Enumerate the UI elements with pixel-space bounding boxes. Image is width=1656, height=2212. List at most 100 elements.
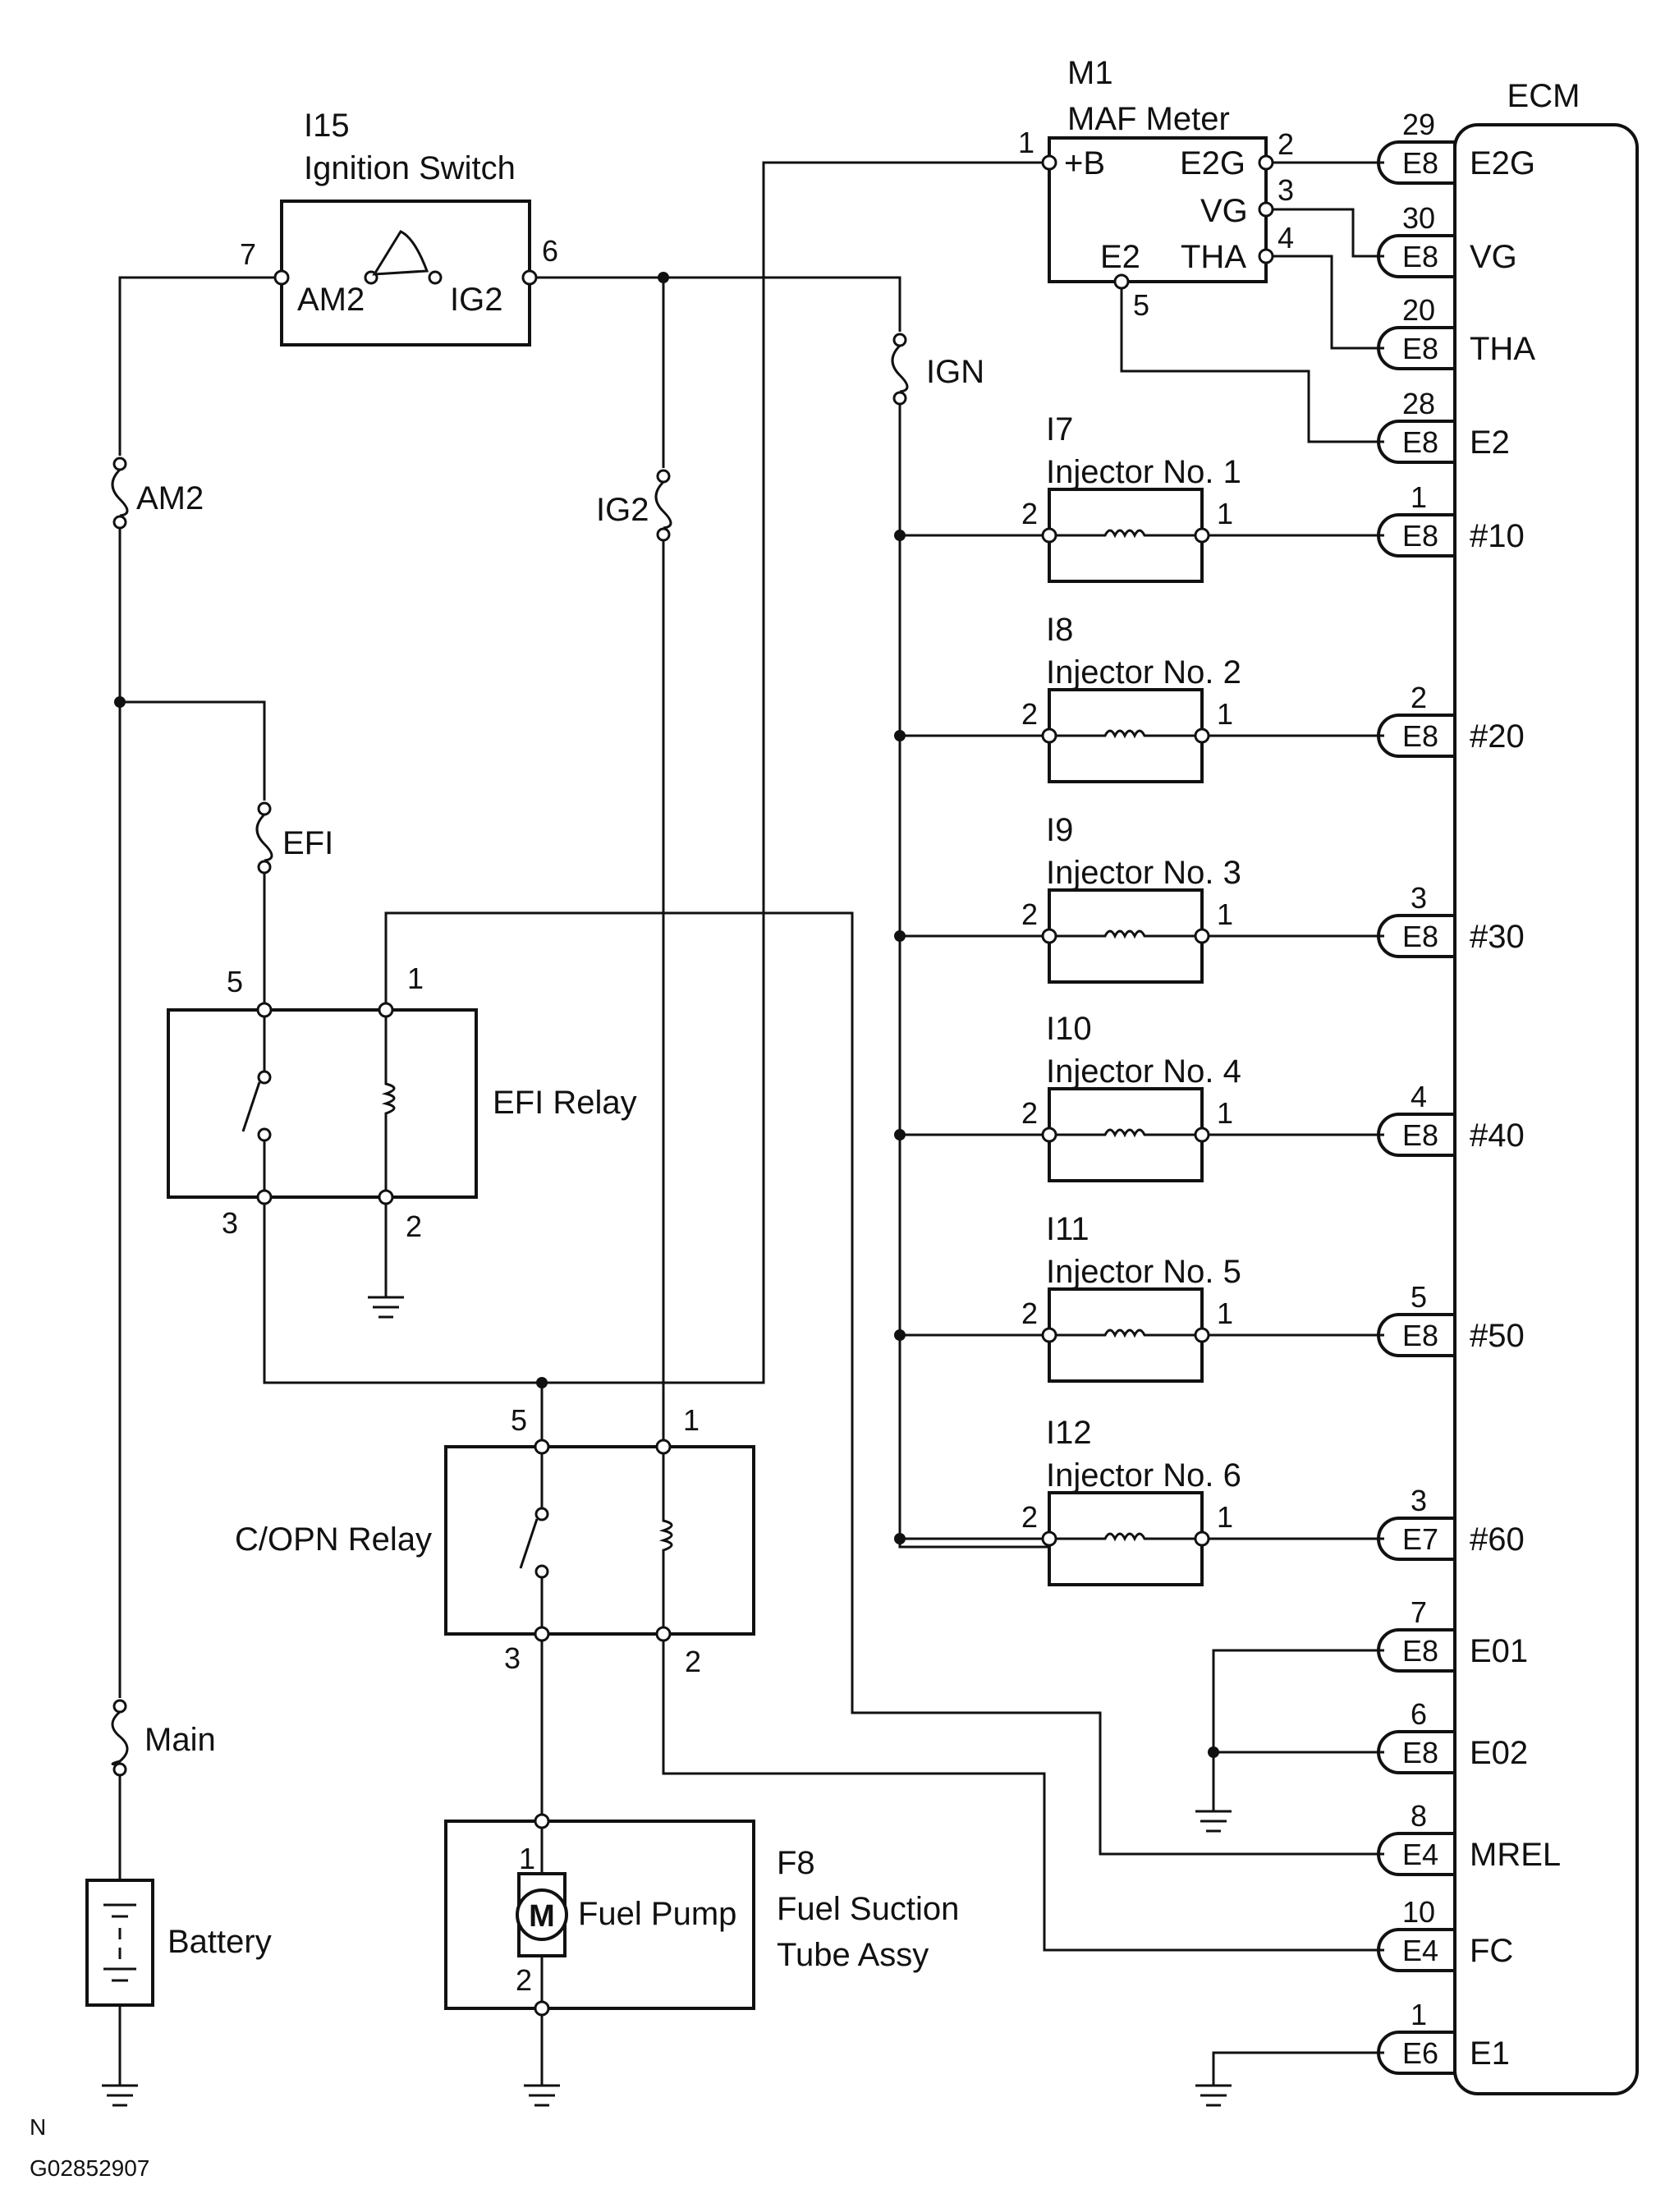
efi-relay-pin-1: 1 [407, 961, 424, 995]
ignition-am2-label: AM2 [297, 282, 365, 318]
efi-relay-contact-b [257, 1127, 272, 1142]
ecm-pin-number: 5 [1411, 1280, 1427, 1314]
motor-letter: M [529, 1899, 555, 1934]
battery-box [85, 1879, 154, 2007]
maf-meter-name: MAF Meter [1067, 101, 1230, 137]
copn-relay-term-1 [655, 1439, 672, 1455]
junction-e02 [1208, 1746, 1219, 1758]
efi-relay-term-1 [378, 1002, 394, 1018]
copn-relay-term-2 [655, 1626, 672, 1642]
injector-terminal-out [1194, 1127, 1210, 1143]
maf-terminal-2 [1258, 154, 1274, 171]
maf-terminal-1 [1041, 154, 1057, 171]
injector-terminal-out [1194, 1531, 1210, 1547]
ecm-terminal-name: #60 [1470, 1521, 1525, 1558]
efi-relay-term-3 [256, 1189, 273, 1205]
wire-efi-top [120, 700, 266, 801]
ecm-connector-shape [1377, 1628, 1456, 1673]
ecm-connector-shape [1377, 1113, 1456, 1157]
ecm-terminal-name: E1 [1470, 2035, 1510, 2072]
efi-relay-pin-2: 2 [406, 1209, 422, 1243]
ecm-connector-shape [1377, 1730, 1456, 1774]
ecm-pin-number: 30 [1402, 201, 1435, 235]
ecm-pin-number: 6 [1411, 1697, 1427, 1731]
injector-name: Injector No. 2 [1046, 654, 1241, 691]
injector-pin-in: 2 [1021, 1096, 1038, 1130]
ecm-connector-label: E8 [1402, 240, 1438, 273]
ecm-connector-shape [1377, 234, 1456, 278]
copn-relay-coil-icon [658, 1453, 673, 1627]
injector-name: Injector No. 4 [1046, 1053, 1241, 1090]
injector-id: I8 [1046, 612, 1073, 648]
ecm-connector-shape [1377, 1832, 1456, 1876]
efi-relay-pin-3: 3 [222, 1206, 238, 1240]
ecm-pin-number: 28 [1402, 387, 1435, 420]
fuel-pump-id: F8 [777, 1845, 815, 1881]
efi-relay-label: EFI Relay [493, 1085, 637, 1121]
ecm-connector-label: E8 [1402, 519, 1438, 553]
ecm-terminal: E81#10 [1377, 480, 1525, 558]
ecm-body [1453, 123, 1639, 2095]
injector-pin-out: 1 [1217, 897, 1233, 931]
injector-id: I11 [1046, 1211, 1089, 1247]
am2-fuse [111, 457, 129, 530]
ecm-pin-number: 2 [1411, 681, 1427, 714]
ecm-terminal-name: E2 [1470, 425, 1510, 461]
copn-relay-box [444, 1445, 755, 1636]
switch-contact-right [428, 270, 443, 285]
ignition-switch-name: Ignition Switch [304, 150, 516, 186]
maf-terminal-4 [1258, 248, 1274, 264]
injector-pin-out: 1 [1217, 697, 1233, 731]
wire-e01 [1212, 1649, 1384, 1811]
injector-pin-out: 1 [1217, 497, 1233, 530]
fuel-pump-term-top [534, 1813, 550, 1829]
ecm-connector-shape [1377, 513, 1456, 558]
ecm-connector-label: E6 [1402, 2036, 1438, 2070]
ecm-pin-number: 20 [1402, 293, 1435, 327]
copn-relay-pin-1: 1 [683, 1403, 700, 1437]
ignition-switch-terminal-6 [521, 269, 538, 286]
ground-icon [1195, 2084, 1232, 2107]
injector-name: Injector No. 1 [1046, 454, 1241, 490]
ecm-connector-label: E8 [1402, 146, 1438, 180]
main-fuse-label: Main [144, 1722, 216, 1758]
ecm-terminal-name: #10 [1470, 518, 1525, 554]
efi-relay-term-2 [378, 1189, 394, 1205]
ecm-connector-shape [1377, 1313, 1456, 1357]
ecm-connector-label: E8 [1402, 332, 1438, 365]
injector-id: I10 [1046, 1011, 1092, 1047]
ecm-terminal: E82#20 [1377, 681, 1525, 758]
ign-fuse-label: IGN [926, 354, 984, 390]
wire-tha [1273, 255, 1384, 350]
ecm-pin-number: 1 [1411, 1998, 1427, 2031]
ecm-connector-shape [1377, 420, 1456, 464]
ecm-connector-label: E8 [1402, 719, 1438, 753]
injector-terminal-out [1194, 727, 1210, 744]
ecm-connector-label: E8 [1402, 1736, 1438, 1769]
ground-icon [1195, 1810, 1232, 1833]
ecm-terminal: E73#60 [1377, 1484, 1525, 1561]
wire-plus-b [263, 161, 1043, 1384]
efi-fuse [255, 801, 273, 874]
maf-meter-id: M1 [1067, 55, 1113, 91]
ecm-connector-shape [1377, 714, 1456, 758]
maf-num-4: 4 [1278, 221, 1294, 255]
maf-pin-e2g: E2G [1180, 145, 1245, 181]
ecm-connector-shape [1377, 1517, 1456, 1561]
ignition-pin-7: 7 [240, 237, 256, 271]
ignition-switch-terminal-7 [273, 269, 290, 286]
injector-terminal-out [1194, 527, 1210, 544]
injector-terminal-in [1041, 1327, 1057, 1343]
injector-id: I9 [1046, 812, 1073, 848]
ecm-connector-label: E8 [1402, 1319, 1438, 1352]
ecm-pin-number: 3 [1411, 1484, 1427, 1517]
maf-num-1: 1 [1018, 126, 1034, 159]
maf-pin-e2: E2 [1100, 239, 1140, 275]
ecm-connector-label: E8 [1402, 1118, 1438, 1152]
injector-coil-icon [1056, 729, 1195, 739]
fuel-pump-term-bottom [534, 2000, 550, 2017]
maf-num-5: 5 [1133, 288, 1149, 322]
